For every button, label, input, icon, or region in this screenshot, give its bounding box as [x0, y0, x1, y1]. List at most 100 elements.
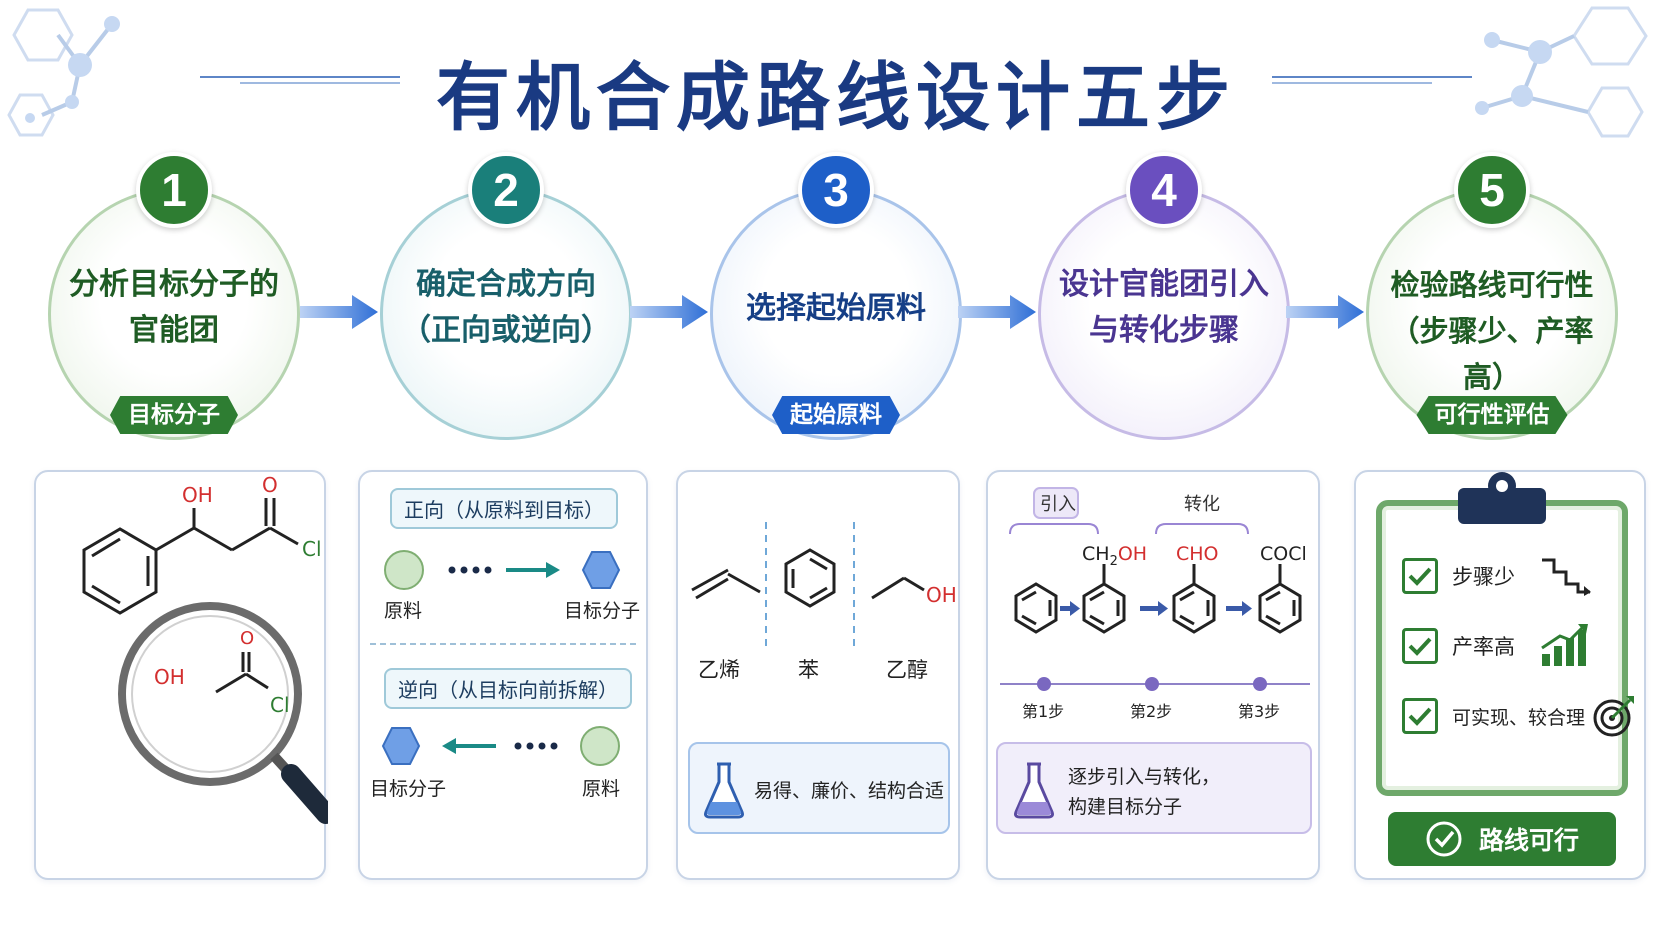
step-3-number: 3: [798, 152, 874, 228]
step-1-tag: 目标分子: [110, 396, 238, 434]
material-ethylene: 乙烯: [698, 658, 740, 682]
title-line-right: [1272, 76, 1472, 84]
page-title: 有机合成路线设计五步: [436, 55, 1236, 141]
molecule-decoration-right: [1475, 6, 1648, 138]
step-1-line2: 官能团: [129, 313, 219, 348]
step-label-3: 第3步: [1238, 702, 1281, 721]
transform-note-line1: 逐步引入与转化，: [1068, 766, 1221, 788]
stairs-down-icon: [1542, 558, 1591, 596]
introduce-label: 引入: [1040, 494, 1076, 515]
flow-arrow-3: [958, 295, 1036, 329]
target-icon: [1593, 696, 1634, 737]
step-2-text: 确定合成方向 （正向或逆向）: [390, 262, 622, 354]
reverse-right-label: 原料: [582, 778, 621, 800]
group-cho: CHO: [1176, 543, 1219, 565]
transform-sequence: 引入 转化 CH2OH CHO COCl: [1000, 487, 1310, 691]
title-line-left: [200, 76, 400, 84]
check-circle-icon: [1426, 821, 1462, 857]
forward-diagram: [384, 550, 621, 590]
step-3-text: 选择起始原料: [720, 286, 952, 332]
panel-target-molecule: OH O Cl OH O Cl: [34, 470, 328, 880]
step-5-line1: 检验路线可行性: [1390, 268, 1594, 302]
target-molecule-structure: OH O Cl OH O Cl: [82, 473, 328, 824]
flask-icon: [704, 762, 744, 819]
ethanol-oh-label: OH: [926, 583, 957, 607]
route-feasible-button[interactable]: 路线可行: [1388, 812, 1616, 866]
clipboard-clip: [1458, 472, 1546, 524]
cl-label-lens: Cl: [270, 693, 290, 717]
checkbox-1: [1402, 558, 1438, 594]
checkbox-3: [1402, 698, 1438, 734]
group-cocl: COCl: [1260, 543, 1307, 565]
forward-label: 正向（从原料到目标）: [390, 488, 618, 529]
transform-note-box: 逐步引入与转化， 构建目标分子: [996, 742, 1312, 834]
raw-material-circle: [384, 550, 424, 590]
divider: [370, 643, 636, 645]
material-ethanol: 乙醇: [886, 658, 928, 682]
panel-feasibility: 步骤少 产率高 可实现、较合理 路线可行: [1354, 470, 1646, 880]
materials-note: 易得、廉价、结构合适: [754, 780, 945, 802]
step-2-number: 2: [468, 152, 544, 228]
check-label-2: 产率高: [1452, 635, 1515, 659]
transform-label: 转化: [1184, 494, 1220, 515]
checkbox-2: [1402, 628, 1438, 664]
step-4-number: 4: [1126, 152, 1202, 228]
molecule-decoration-left: [7, 8, 120, 137]
step-1-number: 1: [136, 152, 212, 228]
step-4-text: 设计官能团引入 与转化步骤: [1048, 262, 1280, 354]
o-label-lens: O: [240, 628, 254, 649]
starting-materials-structures: OH: [691, 522, 957, 652]
flow-arrow-1: [300, 295, 378, 329]
step-4-line1: 设计官能团引入: [1059, 267, 1269, 302]
flask-icon-purple: [1014, 762, 1054, 819]
check-row-3: 可实现、较合理: [1402, 698, 1585, 734]
material-benzene: 苯: [798, 658, 819, 682]
step-label-2: 第2步: [1130, 702, 1173, 721]
target-hexagon-reverse: [381, 727, 421, 765]
raw-material-circle-reverse: [580, 726, 620, 766]
step-2-line1: 确定合成方向: [416, 267, 596, 302]
reverse-label: 逆向（从目标向前拆解）: [384, 668, 632, 709]
step-1-line1: 分析目标分子的: [69, 267, 279, 302]
panel-starting-materials: OH 乙烯 苯 乙醇 易得、廉价、结构合适: [676, 470, 960, 880]
materials-note-box: 易得、廉价、结构合适: [688, 742, 950, 834]
step-1-text: 分析目标分子的 官能团: [58, 262, 290, 354]
step-4: 4 设计官能团引入 与转化步骤: [1038, 152, 1290, 440]
cl-label-main: Cl: [302, 537, 322, 561]
flow-arrow-2: [630, 295, 708, 329]
bar-chart-up-icon: [1541, 624, 1588, 666]
group-ch2oh: CH2OH: [1082, 543, 1147, 569]
step-2: 2 确定合成方向 （正向或逆向）: [380, 152, 632, 440]
step-5: 5 检验路线可行性 （步骤少、产率高） 可行性评估: [1366, 152, 1618, 440]
step-5-text: 检验路线可行性 （步骤少、产率高）: [1376, 262, 1608, 400]
check-row-2: 产率高: [1402, 628, 1515, 664]
step-5-tag: 可行性评估: [1416, 396, 1568, 434]
step-3-line1: 选择起始原料: [746, 291, 926, 326]
step-5-line2: （步骤少、产率高）: [1390, 314, 1594, 394]
o-label-main: O: [262, 473, 278, 497]
check-row-1: 步骤少: [1402, 558, 1515, 594]
oh-label-lens: OH: [154, 665, 185, 689]
step-5-number: 5: [1454, 152, 1530, 228]
forward-right-label: 目标分子: [564, 600, 641, 622]
forward-left-label: 原料: [384, 600, 423, 622]
step-3: 3 选择起始原料 起始原料: [710, 152, 962, 440]
check-label-1: 步骤少: [1452, 565, 1515, 589]
panel-synthesis-direction: 正向（从原料到目标） 原料 目标分子 逆向（从目标向前拆解） 目标分子 原料: [358, 470, 648, 880]
oh-label-main: OH: [182, 483, 213, 507]
step-2-line2: （正向或逆向）: [401, 313, 611, 348]
step-4-line2: 与转化步骤: [1089, 313, 1239, 348]
title-area: 有机合成路线设计五步: [0, 24, 1672, 141]
reverse-diagram: [381, 726, 620, 766]
check-label-3: 可实现、较合理: [1452, 706, 1586, 729]
target-hexagon: [581, 551, 621, 589]
magnifier-icon: [118, 602, 328, 824]
route-feasible-label: 路线可行: [1478, 826, 1579, 855]
step-label-1: 第1步: [1022, 702, 1065, 721]
reverse-left-label: 目标分子: [370, 778, 447, 800]
step-1: 1 分析目标分子的 官能团 目标分子: [48, 152, 300, 440]
flow-arrow-4: [1286, 295, 1364, 329]
step-3-tag: 起始原料: [772, 396, 900, 434]
panel-transform-steps: 引入 转化 CH2OH CHO COCl 第1步 第2步: [986, 470, 1320, 880]
transform-note-line2: 构建目标分子: [1068, 796, 1183, 818]
